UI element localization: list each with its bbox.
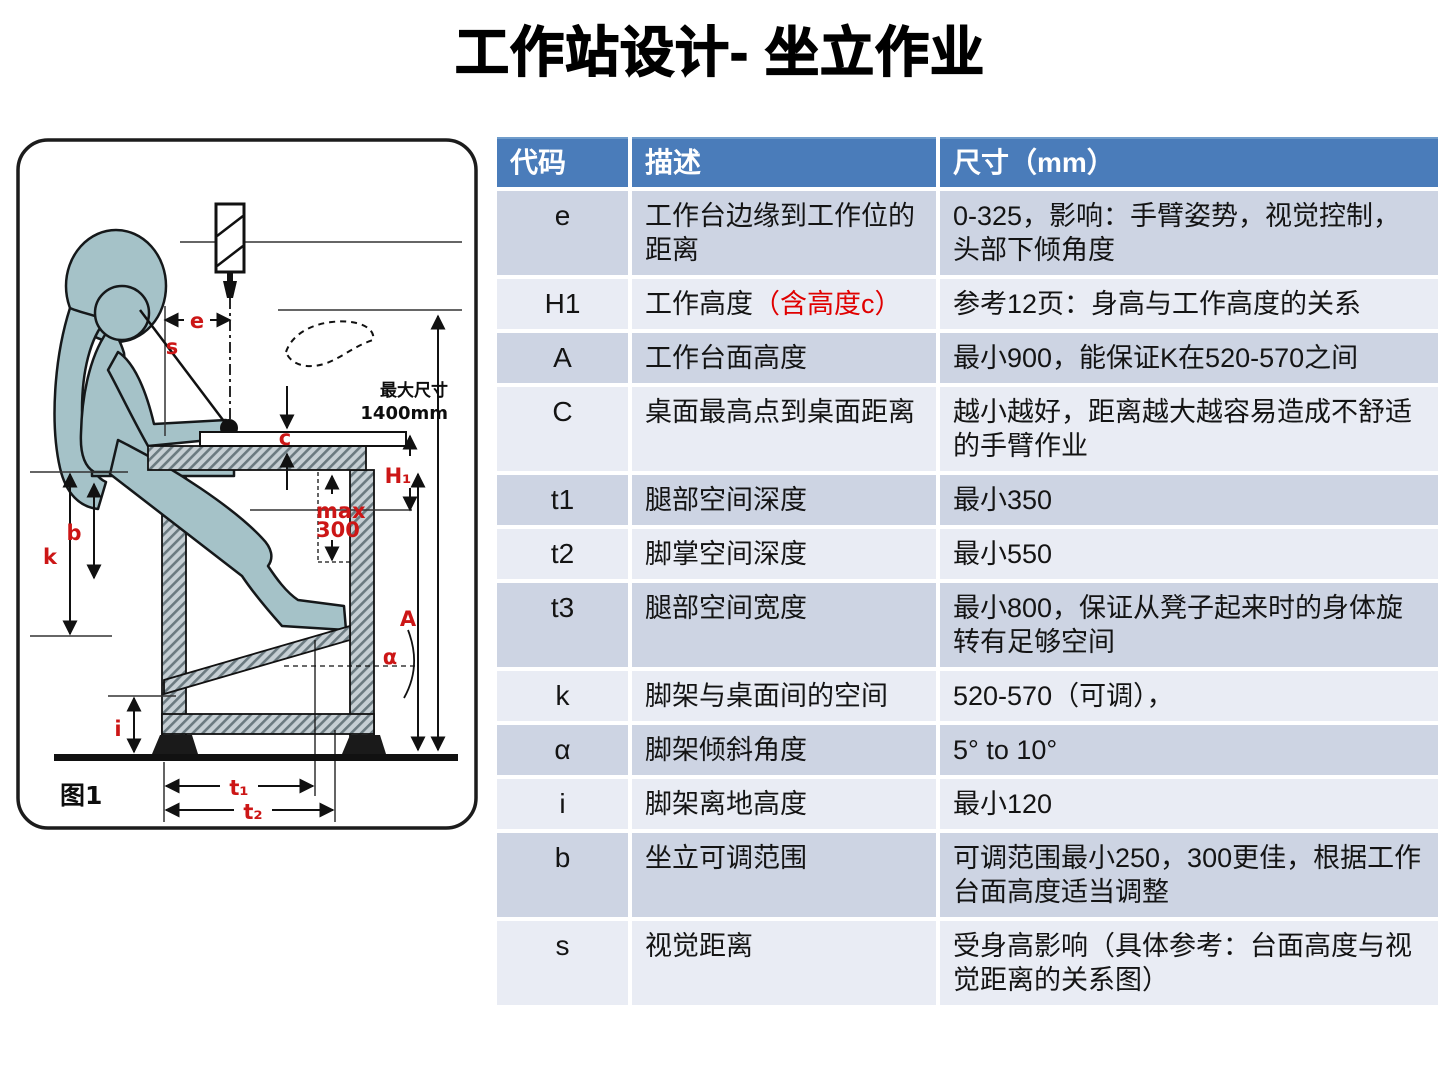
desc-cell: 脚架离地高度 <box>632 779 936 829</box>
size-cell: 最小350 <box>940 475 1438 525</box>
code-cell: α <box>497 725 628 775</box>
size-cell: 最小550 <box>940 529 1438 579</box>
size-cell: 5° to 10° <box>940 725 1438 775</box>
code-cell: t1 <box>497 475 628 525</box>
head <box>93 284 151 342</box>
label-max: max <box>316 499 366 523</box>
desc-cell: 脚架与桌面间的空间 <box>632 671 936 721</box>
workpiece-outline <box>284 320 375 368</box>
col-header-code: 代码 <box>497 137 628 187</box>
size-cell: 可调范围最小250，300更佳，根据工作台面高度适当调整 <box>940 833 1438 917</box>
tabletop <box>147 431 407 471</box>
code-cell: s <box>497 921 628 1005</box>
label-t2: t₂ <box>243 800 262 824</box>
label-a-dim: A <box>400 607 417 631</box>
person-figure <box>53 228 348 632</box>
desc-cell: 视觉距离 <box>632 921 936 1005</box>
col-header-desc: 描述 <box>632 137 936 187</box>
workstation-diagram: e s c H₁ max 300 k b A α i t₁ t₂ 最大尺寸 14… <box>14 138 480 832</box>
code-cell: b <box>497 833 628 917</box>
code-cell: k <box>497 671 628 721</box>
code-cell: t3 <box>497 583 628 667</box>
desc-cell: 脚掌空间深度 <box>632 529 936 579</box>
label-b: b <box>66 521 81 545</box>
label-alpha: α <box>383 645 397 669</box>
code-cell: H1 <box>497 279 628 329</box>
size-cell: 最小800，保证从凳子起来时的身体旋转有足够空间 <box>940 583 1438 667</box>
desc-cell: 腿部空间深度 <box>632 475 936 525</box>
label-c: c <box>279 426 291 450</box>
desc-cell: 桌面最高点到桌面距离 <box>632 387 936 471</box>
code-cell: e <box>497 191 628 275</box>
label-h1: H₁ <box>385 464 412 488</box>
size-cell: 受身高影响（具体参考：台面高度与视觉距离的关系图） <box>940 921 1438 1005</box>
label-e: e <box>190 309 204 333</box>
desc-cell: 工作台面高度 <box>632 333 936 383</box>
floor-line <box>54 754 458 761</box>
max-size-text-line1: 最大尺寸 <box>380 380 448 401</box>
label-s: s <box>166 335 179 359</box>
size-cell: 0-325，影响：手臂姿势，视觉控制，头部下倾角度 <box>940 191 1438 275</box>
suspended-tool-icon <box>214 202 246 422</box>
size-cell: 最小900，能保证K在520-570之间 <box>940 333 1438 383</box>
desc-cell: 坐立可调范围 <box>632 833 936 917</box>
dimension-lines <box>30 306 446 822</box>
label-i: i <box>114 717 121 741</box>
code-cell: A <box>497 333 628 383</box>
size-cell: 越小越好，距离越大越容易造成不舒适的手臂作业 <box>940 387 1438 471</box>
footrest-bar <box>163 624 351 696</box>
code-cell: t2 <box>497 529 628 579</box>
desc-cell: 工作高度（含高度c） <box>632 279 936 329</box>
code-cell: C <box>497 387 628 471</box>
label-k: k <box>43 545 58 569</box>
max-size-text-line2: 1400mm <box>360 403 448 424</box>
dimension-labels: e s c H₁ max 300 k b A α i t₁ t₂ 最大尺寸 14… <box>43 309 448 824</box>
label-t1: t₁ <box>229 776 248 800</box>
spec-table: 代码 描述 尺寸（mm） e 工作台边缘到工作位的距离 0-325，影响：手臂姿… <box>497 137 1438 1005</box>
code-cell: i <box>497 779 628 829</box>
size-cell: 最小120 <box>940 779 1438 829</box>
label-300: 300 <box>316 518 360 542</box>
size-cell: 520-570（可调）， <box>940 671 1438 721</box>
col-header-size: 尺寸（mm） <box>940 137 1438 187</box>
desc-cell: 工作台边缘到工作位的距离 <box>632 191 936 275</box>
size-cell: 参考12页：身高与工作高度的关系 <box>940 279 1438 329</box>
figure-caption: 图1 <box>60 781 102 810</box>
desc-cell: 脚架倾斜角度 <box>632 725 936 775</box>
page-title: 工作站设计- 坐立作业 <box>454 22 985 84</box>
desc-cell: 腿部空间宽度 <box>632 583 936 667</box>
